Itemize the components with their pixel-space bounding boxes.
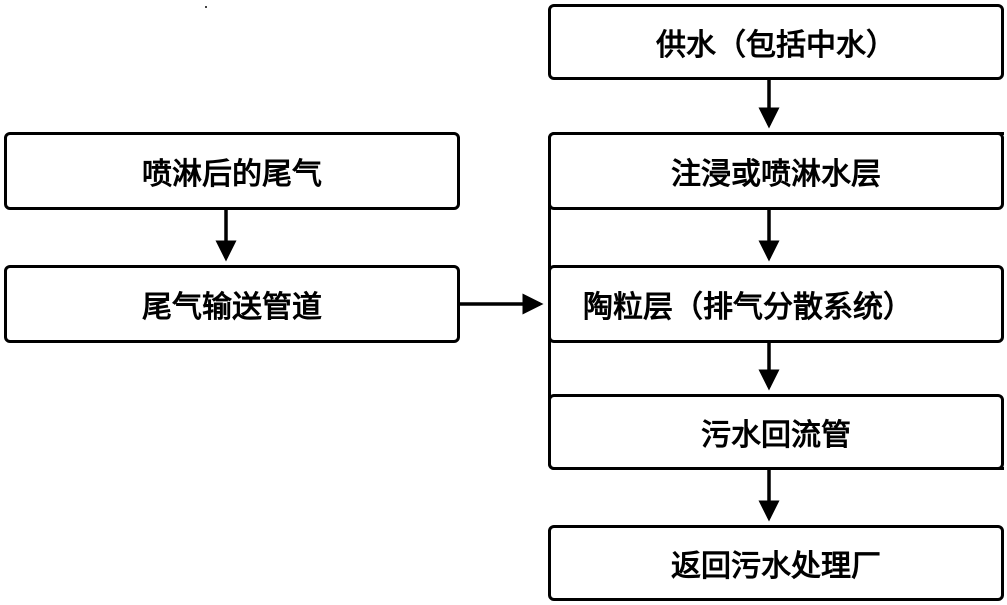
node-sewage-return-pipe: 污水回流管: [548, 394, 1004, 470]
node-water-layer-label: 注浸或喷淋水层: [671, 157, 881, 192]
node-water-supply: 供水（包括中水）: [548, 4, 1004, 80]
node-sewage-return-pipe-label: 污水回流管: [701, 418, 851, 453]
node-ceramsite-layer: 陶粒层（排气分散系统）: [548, 265, 1004, 343]
stray-dot: [205, 6, 207, 8]
node-water-layer: 注浸或喷淋水层: [548, 132, 1004, 210]
node-exhaust-pipeline: 尾气输送管道: [4, 265, 460, 343]
node-return-to-plant: 返回污水处理厂: [548, 525, 1004, 601]
node-return-to-plant-label: 返回污水处理厂: [671, 549, 881, 584]
node-ceramsite-layer-label: 陶粒层（排气分散系统）: [583, 290, 913, 325]
node-water-supply-label: 供水（包括中水）: [656, 28, 896, 63]
node-exhaust-pipeline-label: 尾气输送管道: [142, 290, 322, 325]
node-exhaust-after-spray: 喷淋后的尾气: [4, 132, 460, 210]
node-exhaust-after-spray-label: 喷淋后的尾气: [142, 157, 322, 192]
